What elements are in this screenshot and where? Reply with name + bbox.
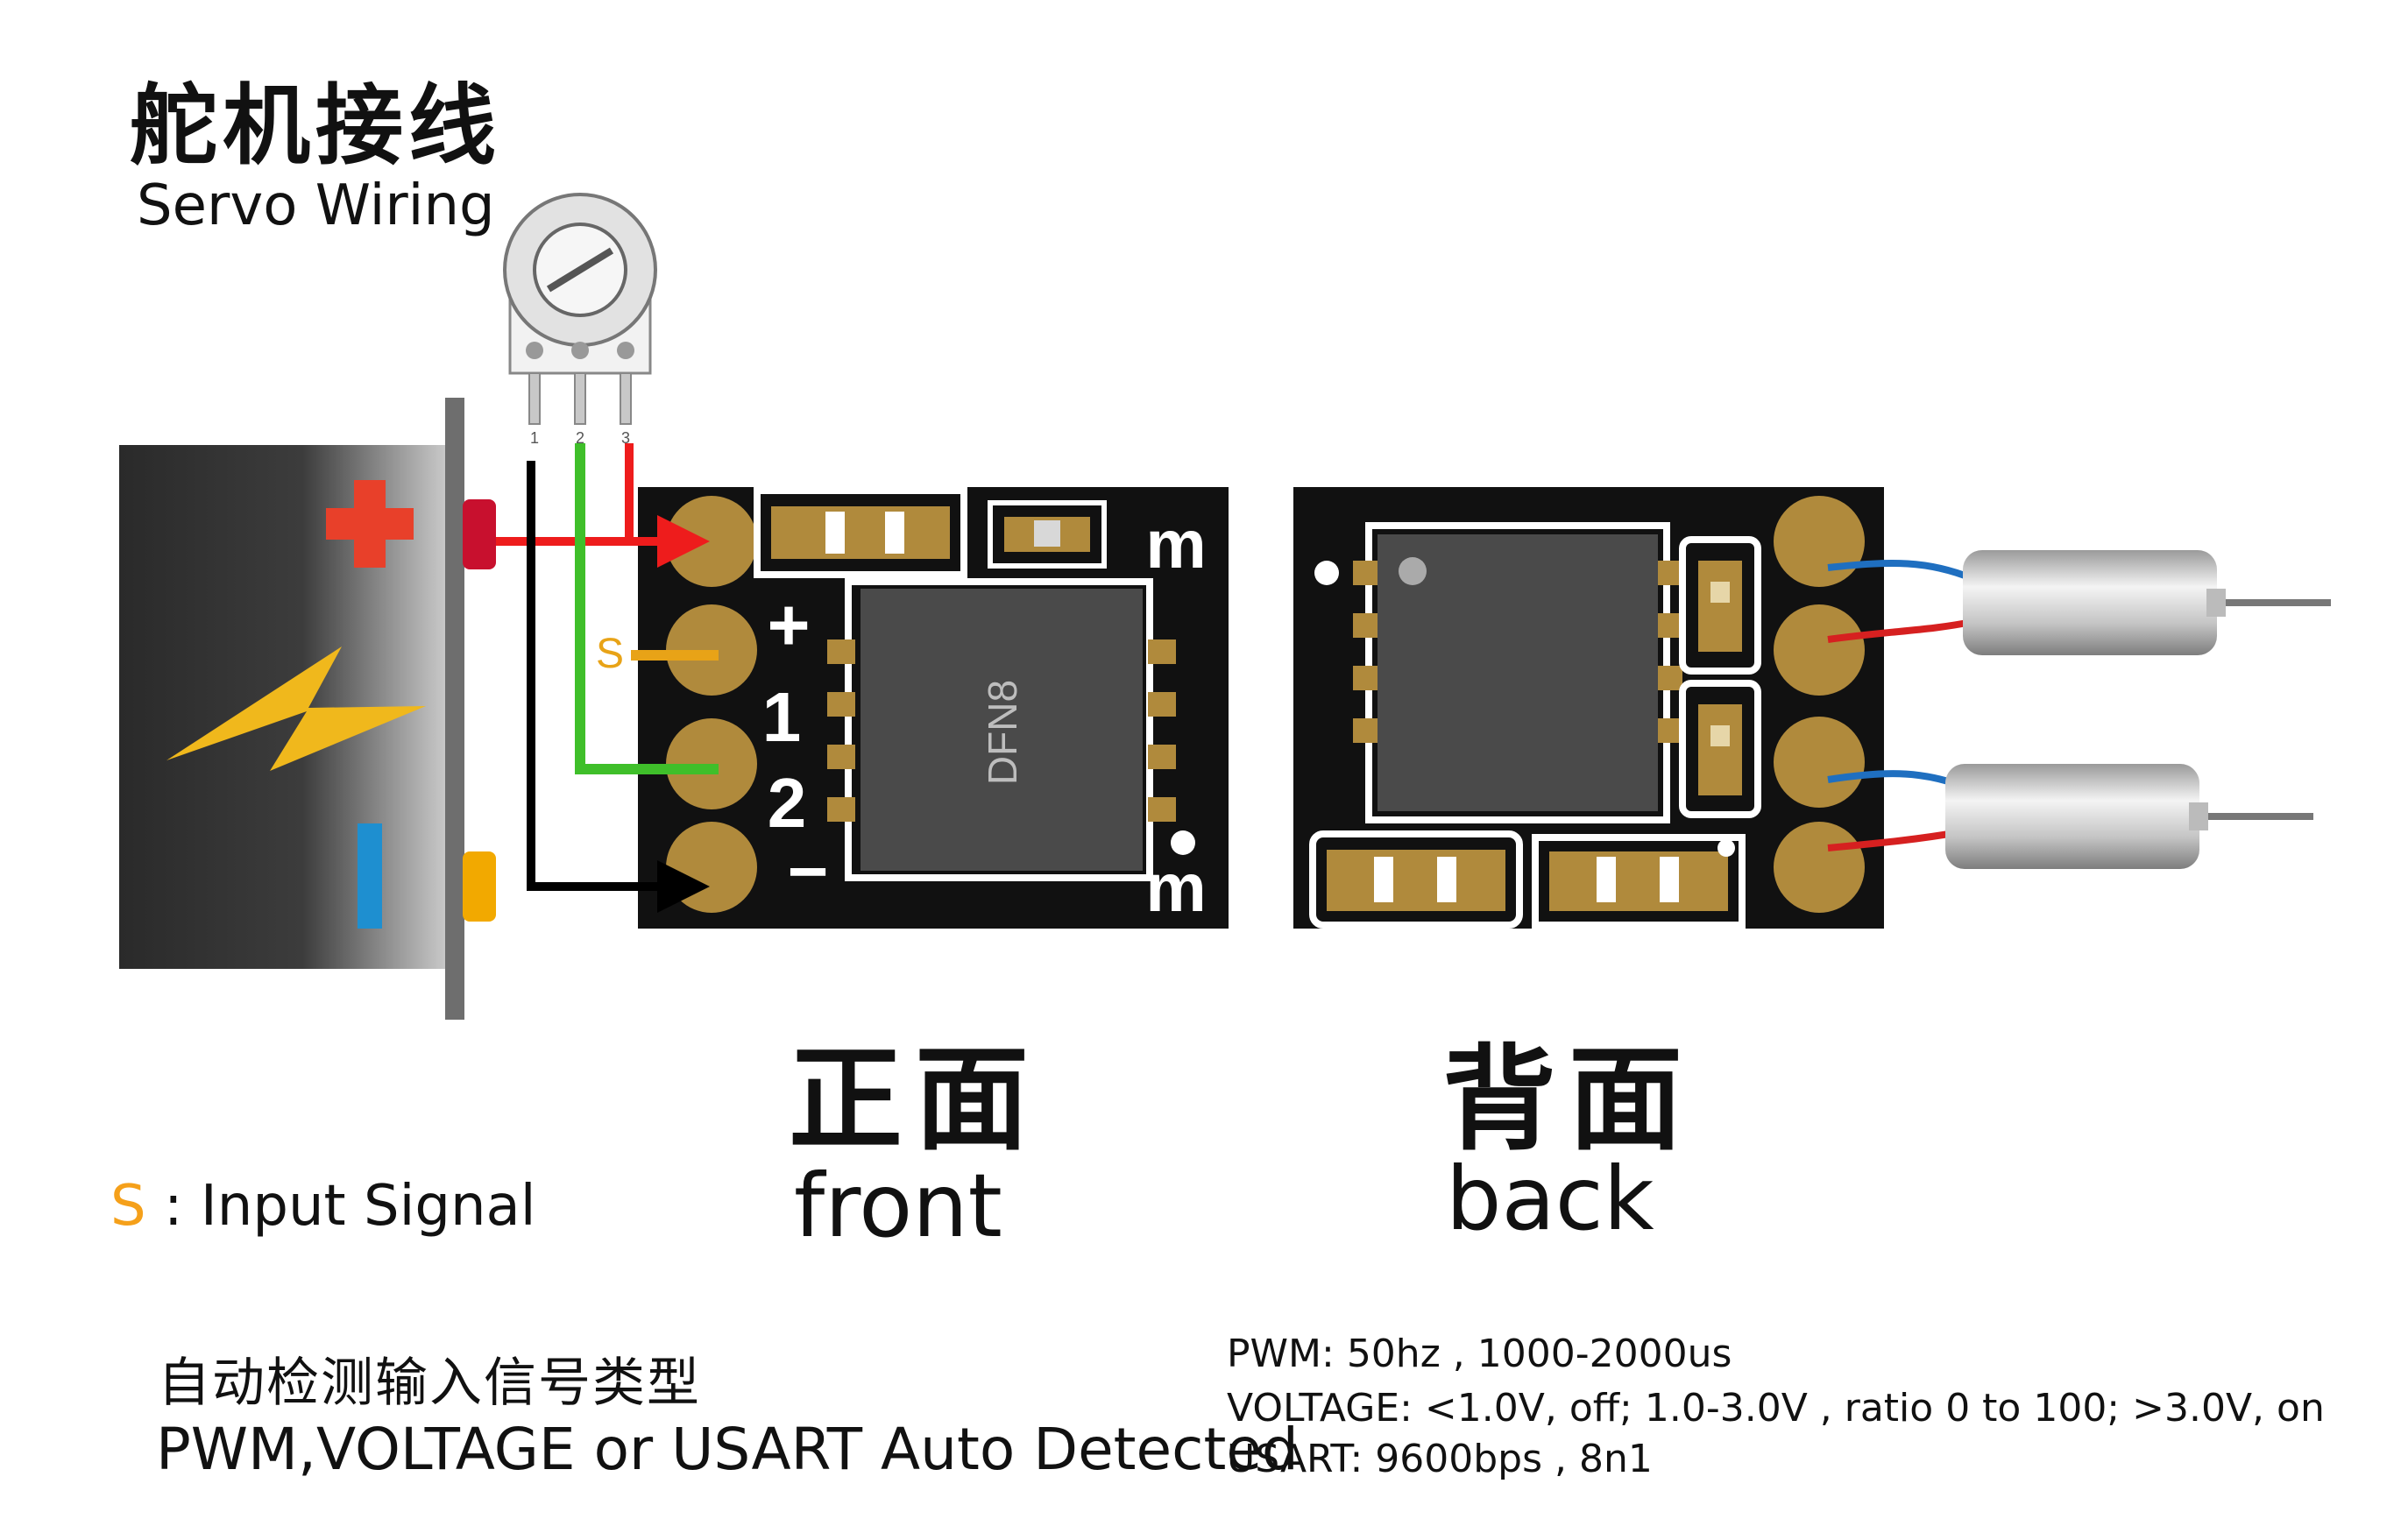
back-chip [1378,534,1658,811]
battery-negative-terminal [463,851,496,922]
front-label-en: front [794,1155,1002,1257]
spec-pwm: PWM: 50hz , 1000-2000us [1227,1332,1732,1376]
pin-label-2: 2 [768,764,807,842]
motor-pad-4 [1774,822,1865,913]
wire-potentiometer [575,443,719,774]
spec-usart: USART: 9600bps , 8n1 [1227,1437,1653,1481]
battery-minus-sign [358,823,382,929]
wires: S [496,443,719,913]
signal-tag: S [596,631,624,677]
front-board: DFN8 + 1 2 − m m [638,487,1229,929]
legend-symbol: S [110,1174,146,1239]
motor-icon [1827,764,2313,869]
signal-legend: S : Input Signal [110,1174,536,1239]
pin-label-minus: − [788,832,829,910]
pin-label-1: 1 [762,678,802,756]
potentiometer-icon: 1 2 3 [503,193,657,447]
battery-positive-terminal [463,499,496,569]
pad-ground [666,822,757,913]
lightning-icon [166,646,426,771]
back-board [1293,487,1884,929]
motor-pad-3 [1774,717,1865,808]
auto-detect-en: PWM,VOLTAGE or USART Auto Detected [156,1416,1299,1483]
motor-pad-1 [1774,496,1865,587]
pot-pin-2: 2 [576,429,584,447]
motor-pad-2 [1774,604,1865,696]
dfn8-chip [861,589,1143,871]
motor-icon [1827,550,2331,655]
title-zh: 舵机接线 [130,74,501,177]
battery-icon [119,398,496,1020]
back-label-en: back [1446,1148,1654,1250]
title-en: Servo Wiring [137,173,495,238]
front-label-zh: 正面 [789,1033,1042,1166]
legend-text: : Input Signal [145,1174,536,1239]
pot-pin-1: 1 [530,429,539,447]
back-label-zh: 背面 [1442,1033,1696,1166]
corner-mark-bottom: m [1145,849,1206,926]
chip-label: DFN8 [980,680,1025,785]
corner-mark-top: m [1145,505,1206,583]
wire-ground [527,461,710,913]
pot-pin-3: 3 [621,429,630,447]
auto-detect-zh: 自动检测输入信号类型 [158,1353,701,1414]
spec-voltage: VOLTAGE: <1.0V, off; 1.0-3.0V , ratio 0 … [1227,1386,2325,1431]
pin-label-plus: + [767,583,810,666]
